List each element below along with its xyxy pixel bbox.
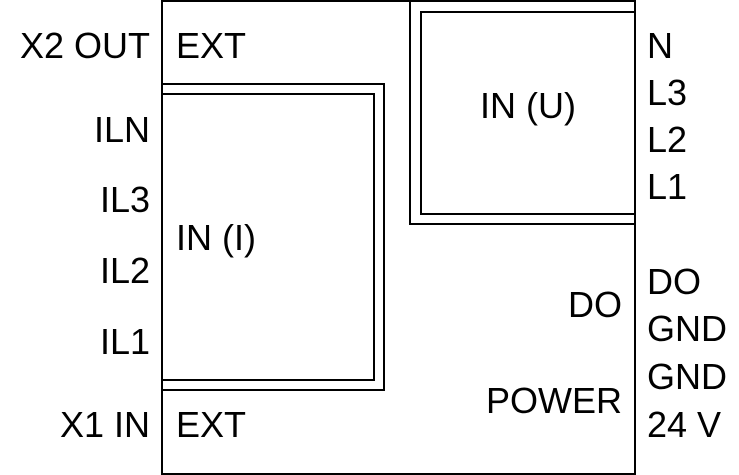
label-ext-bottom: EXT bbox=[176, 404, 247, 445]
label-il3: IL3 bbox=[99, 179, 150, 220]
label-gnd-1: GND bbox=[647, 308, 727, 349]
label-l3: L3 bbox=[647, 72, 688, 113]
label-ext-top: EXT bbox=[176, 25, 247, 66]
label-x2-out: X2 OUT bbox=[19, 25, 150, 66]
in-i-frame-inner bbox=[162, 93, 375, 381]
label-do: DO bbox=[647, 261, 701, 302]
label-in-i: IN (I) bbox=[176, 217, 256, 258]
label-iln: ILN bbox=[93, 109, 150, 150]
label-gnd-2: GND bbox=[647, 356, 727, 397]
label-il2: IL2 bbox=[99, 250, 150, 291]
label-il1: IL1 bbox=[99, 321, 150, 362]
in-u-frame-inner bbox=[420, 11, 635, 215]
label-do-inner: DO bbox=[568, 284, 622, 325]
label-24v: 24 V bbox=[647, 404, 722, 445]
label-l2: L2 bbox=[647, 119, 688, 160]
in-u-frame-outer bbox=[409, 1, 635, 225]
in-i-frame-outer bbox=[162, 83, 385, 391]
label-in-u: IN (U) bbox=[480, 85, 576, 126]
label-l1: L1 bbox=[647, 166, 688, 207]
label-n: N bbox=[647, 25, 673, 66]
label-power: POWER bbox=[485, 380, 622, 421]
module-outline bbox=[161, 0, 636, 475]
label-x1-in: X1 IN bbox=[59, 404, 150, 445]
